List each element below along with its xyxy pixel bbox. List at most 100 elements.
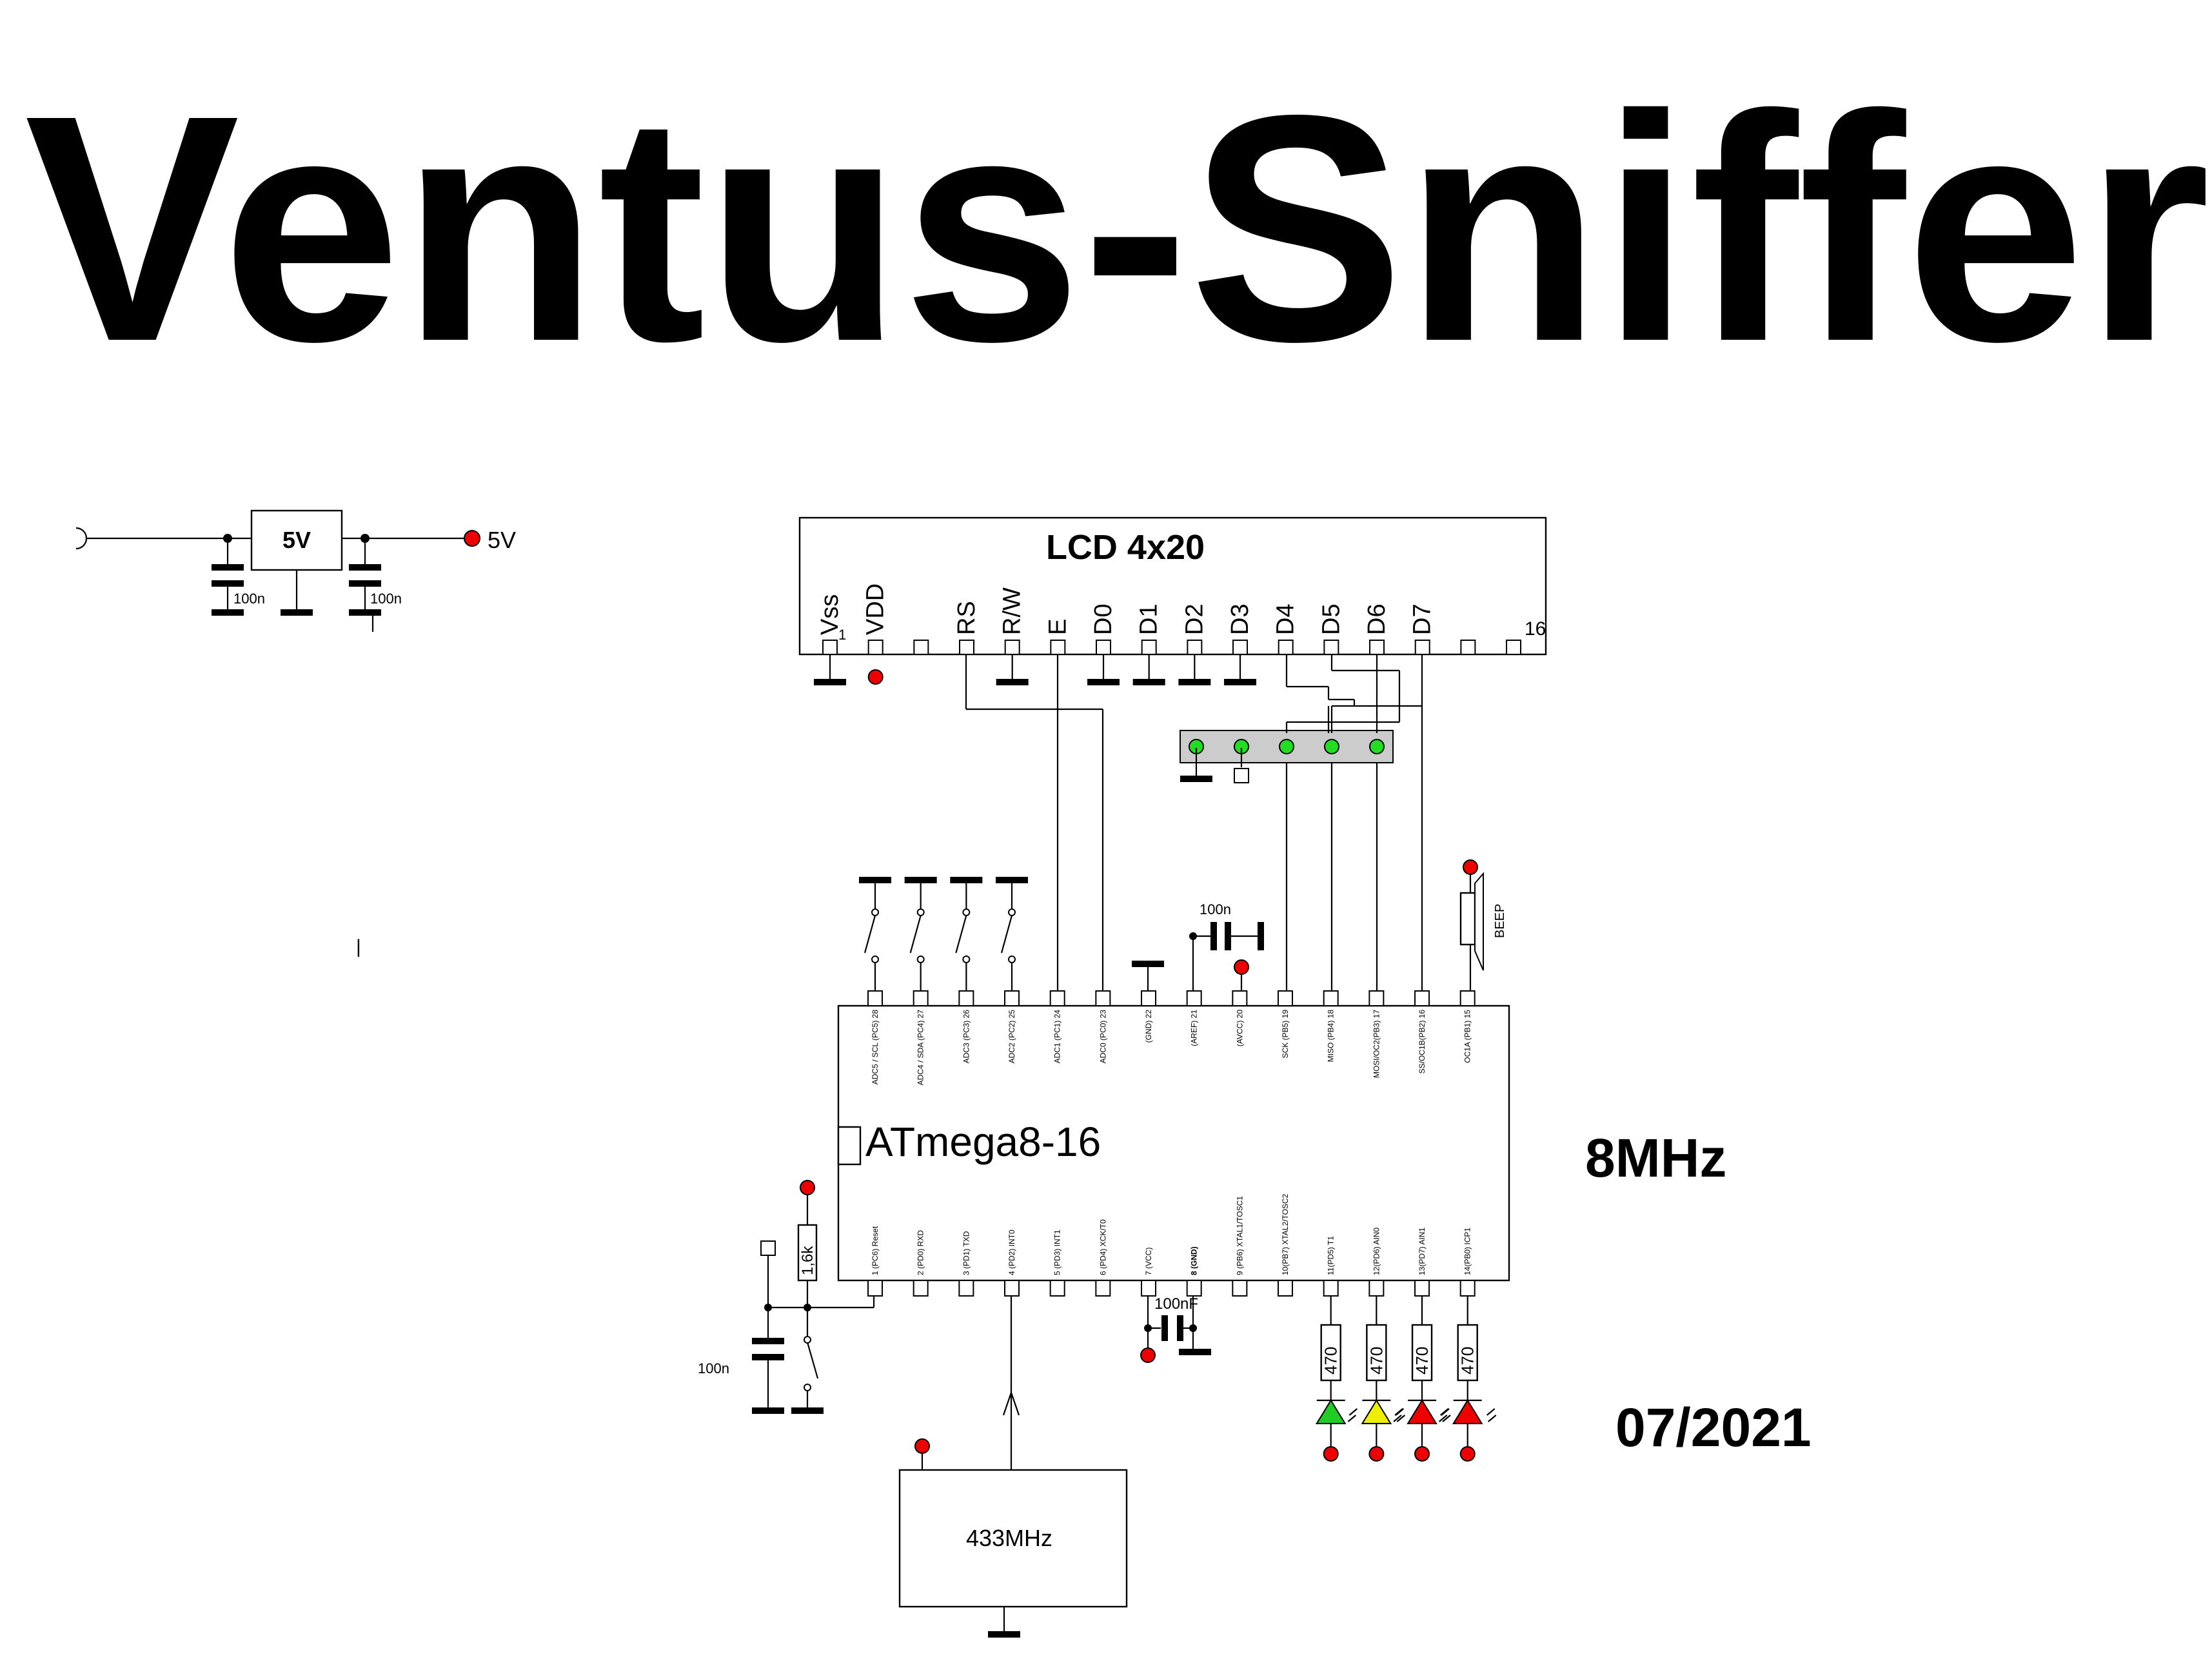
mcu-bottom-pin-label: 6 (PD4) XCK/T0 xyxy=(1098,1219,1107,1275)
analog-supply: 100n xyxy=(1132,901,1264,991)
isp-pin-dot xyxy=(1324,739,1339,754)
mcu-top-pin-label: MISO (PB4) 18 xyxy=(1327,1010,1336,1063)
mcu-bottom-pin xyxy=(1368,1280,1385,1297)
led-resistor xyxy=(1366,1324,1387,1382)
mcu-top-pin xyxy=(1368,990,1385,1006)
led-resistor xyxy=(1457,1324,1478,1382)
mcu-name: ATmega8-16 xyxy=(865,1119,1101,1165)
mcu-bottom-pin-label: 9 (PB6) XTAL1/TOSC1 xyxy=(1235,1196,1244,1275)
mcu-bottom-pin xyxy=(1323,1280,1339,1297)
lcd-pin-label: D4 xyxy=(1272,603,1299,635)
mcu-top-pin xyxy=(1049,990,1065,1006)
regulator xyxy=(250,509,343,571)
mcu-top-pin xyxy=(1232,990,1248,1006)
diagram-title: Ventus-Sniffer xyxy=(25,48,2210,408)
mcu-bottom-pin-label: 12(PD6) AIN0 xyxy=(1372,1228,1381,1275)
mcu-bottom-pin-label: 3 (PD1) TXD xyxy=(962,1231,971,1275)
isp-pin-dot xyxy=(1369,739,1385,754)
power-supply: 5V 100n 100n 5V xyxy=(75,509,516,632)
mcu-bottom-pin-label: 8 (GND) xyxy=(1190,1246,1199,1275)
mcu-bottom-pin xyxy=(1004,1280,1020,1297)
mcu-bottom-pin xyxy=(1049,1280,1065,1297)
reset-cap-label: 100n xyxy=(698,1360,729,1376)
clock-note: 8MHz xyxy=(1585,1128,1726,1188)
lcd-pin-label: D6 xyxy=(1363,603,1390,635)
mcu-bottom-pin-label: 1 (PC6) Reset xyxy=(871,1226,880,1275)
reset-resistor-label: 1,6k xyxy=(799,1246,816,1275)
mcu-top-pin xyxy=(867,990,883,1006)
lcd-pin-label: D1 xyxy=(1136,603,1163,635)
mcu-bottom-pin xyxy=(1186,1280,1202,1297)
lcd-pin16-label: 16 xyxy=(1525,618,1546,640)
mcu-bottom-pin-label: 10(PB7) XTAL2/TOSC2 xyxy=(1281,1193,1290,1275)
vcc-cap-label: 100nF xyxy=(1154,1295,1198,1313)
lcd-pin xyxy=(1050,640,1066,655)
mcu-notch xyxy=(837,1126,862,1166)
mcu-top-pin xyxy=(1323,990,1339,1006)
lcd-pin xyxy=(1187,640,1203,655)
lcd-pin xyxy=(959,640,975,655)
mcu-top-pin xyxy=(1186,990,1202,1006)
vcc-decoupling: 100nF xyxy=(1140,1295,1211,1363)
regulator-out-cap-label: 100n xyxy=(370,591,402,607)
mcu-bottom-pin-label: 13(PD7) AIN1 xyxy=(1417,1228,1427,1275)
lcd-pin xyxy=(1096,640,1112,655)
lcd-pin-label: E xyxy=(1044,619,1071,635)
lcd-pin-label: D3 xyxy=(1227,603,1254,635)
isp-dots xyxy=(1189,739,1385,754)
status-led xyxy=(1361,1399,1392,1424)
status-led xyxy=(1452,1399,1483,1424)
mcu-bottom-pin-label: 4 (PD2) INT0 xyxy=(1007,1229,1016,1275)
mcu-top-pin-label: (AVCC) 20 xyxy=(1235,1010,1244,1046)
lcd-pin-label: D5 xyxy=(1318,603,1345,635)
rf-module-label: 433MHz xyxy=(966,1525,1052,1551)
lcd-pin-label: D7 xyxy=(1409,603,1436,635)
vcc-label: 5V xyxy=(488,527,516,553)
lcd-title: LCD 4x20 xyxy=(1046,528,1205,567)
mcu-top-pin-label: ADC5 / SCL (PC5) 28 xyxy=(871,1010,880,1085)
mcu-top-pin xyxy=(1141,990,1157,1006)
lcd-pin-label: RS xyxy=(953,601,980,635)
mcu-top-pin-label: (GND) 22 xyxy=(1144,1010,1153,1043)
mcu-top-pin-label: ADC3 (PC3) 26 xyxy=(962,1010,971,1064)
mcu-bottom-pin-label: 2 (PD0) RXD xyxy=(916,1230,925,1275)
led-resistor-label: 470 xyxy=(1321,1347,1341,1375)
mcu-top-pin-label: OC1A (PB1) 15 xyxy=(1463,1010,1472,1063)
mcu-bottom-pin xyxy=(1414,1280,1430,1297)
mcu-bottom-pins: 1 (PC6) Reset 2 (PD0) RXD 3 (PD1) TXD 4 (PD… xyxy=(867,1193,1476,1297)
lcd-pin xyxy=(867,640,884,655)
mcu-top-pin xyxy=(1459,990,1476,1006)
led-resistor-label: 470 xyxy=(1458,1347,1477,1375)
lcd-pin xyxy=(1278,640,1294,655)
mcu-bottom-pin xyxy=(1141,1280,1157,1297)
lcd-pin xyxy=(1004,640,1020,655)
lcd-module xyxy=(798,516,1547,656)
mcu-top-pin-label: ADC1 (PC1) 24 xyxy=(1053,1010,1062,1064)
stray-mark: | xyxy=(356,936,361,957)
aref-cap-label: 100n xyxy=(1200,901,1231,917)
lcd-pin xyxy=(1141,640,1157,655)
mcu-top-pin xyxy=(1095,990,1111,1006)
isp-pin-dot xyxy=(1279,739,1294,754)
mcu-bottom-pin-label: 7 (VCC) xyxy=(1144,1248,1153,1275)
mcu-top-pin-label: SS/OC1B(PB2) 16 xyxy=(1417,1010,1427,1074)
vdd-supply-dot xyxy=(867,669,884,685)
status-led xyxy=(1315,1399,1347,1424)
lcd-pin-label: D0 xyxy=(1090,603,1117,635)
led-resistor-label: 470 xyxy=(1367,1347,1386,1375)
regulator-in-cap-label: 100n xyxy=(233,591,265,607)
reset-circuit: 1,6k 100n xyxy=(698,1180,875,1414)
mcu-top-pin-label: ADC2 (PC2) 25 xyxy=(1007,1010,1016,1064)
lcd-pin xyxy=(1232,640,1249,655)
mcu-bottom-pin xyxy=(913,1280,929,1297)
mcu-bottom-pin xyxy=(1459,1280,1476,1297)
lcd-pin xyxy=(1369,640,1385,655)
buttons xyxy=(859,877,1029,991)
mcu-bottom-pin xyxy=(958,1280,974,1297)
lcd-pin-label: D2 xyxy=(1181,603,1208,635)
lcd-pin-label: R/W xyxy=(999,587,1026,635)
mcu-bottom-pin-label: 14(PB0) ICP1 xyxy=(1463,1228,1472,1275)
